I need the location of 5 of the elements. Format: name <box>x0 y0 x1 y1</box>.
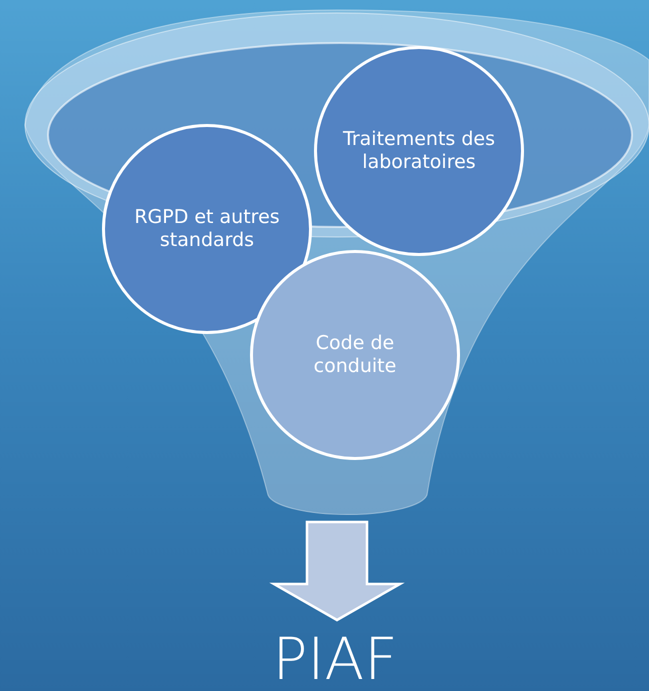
block-arrow <box>269 520 405 622</box>
circle-label: Code de conduite <box>312 332 398 378</box>
circle-label: RGPD et autres standards <box>133 206 281 252</box>
circle-label: Traitements des laboratoires <box>342 128 496 174</box>
result-label: PIAF <box>271 630 399 688</box>
